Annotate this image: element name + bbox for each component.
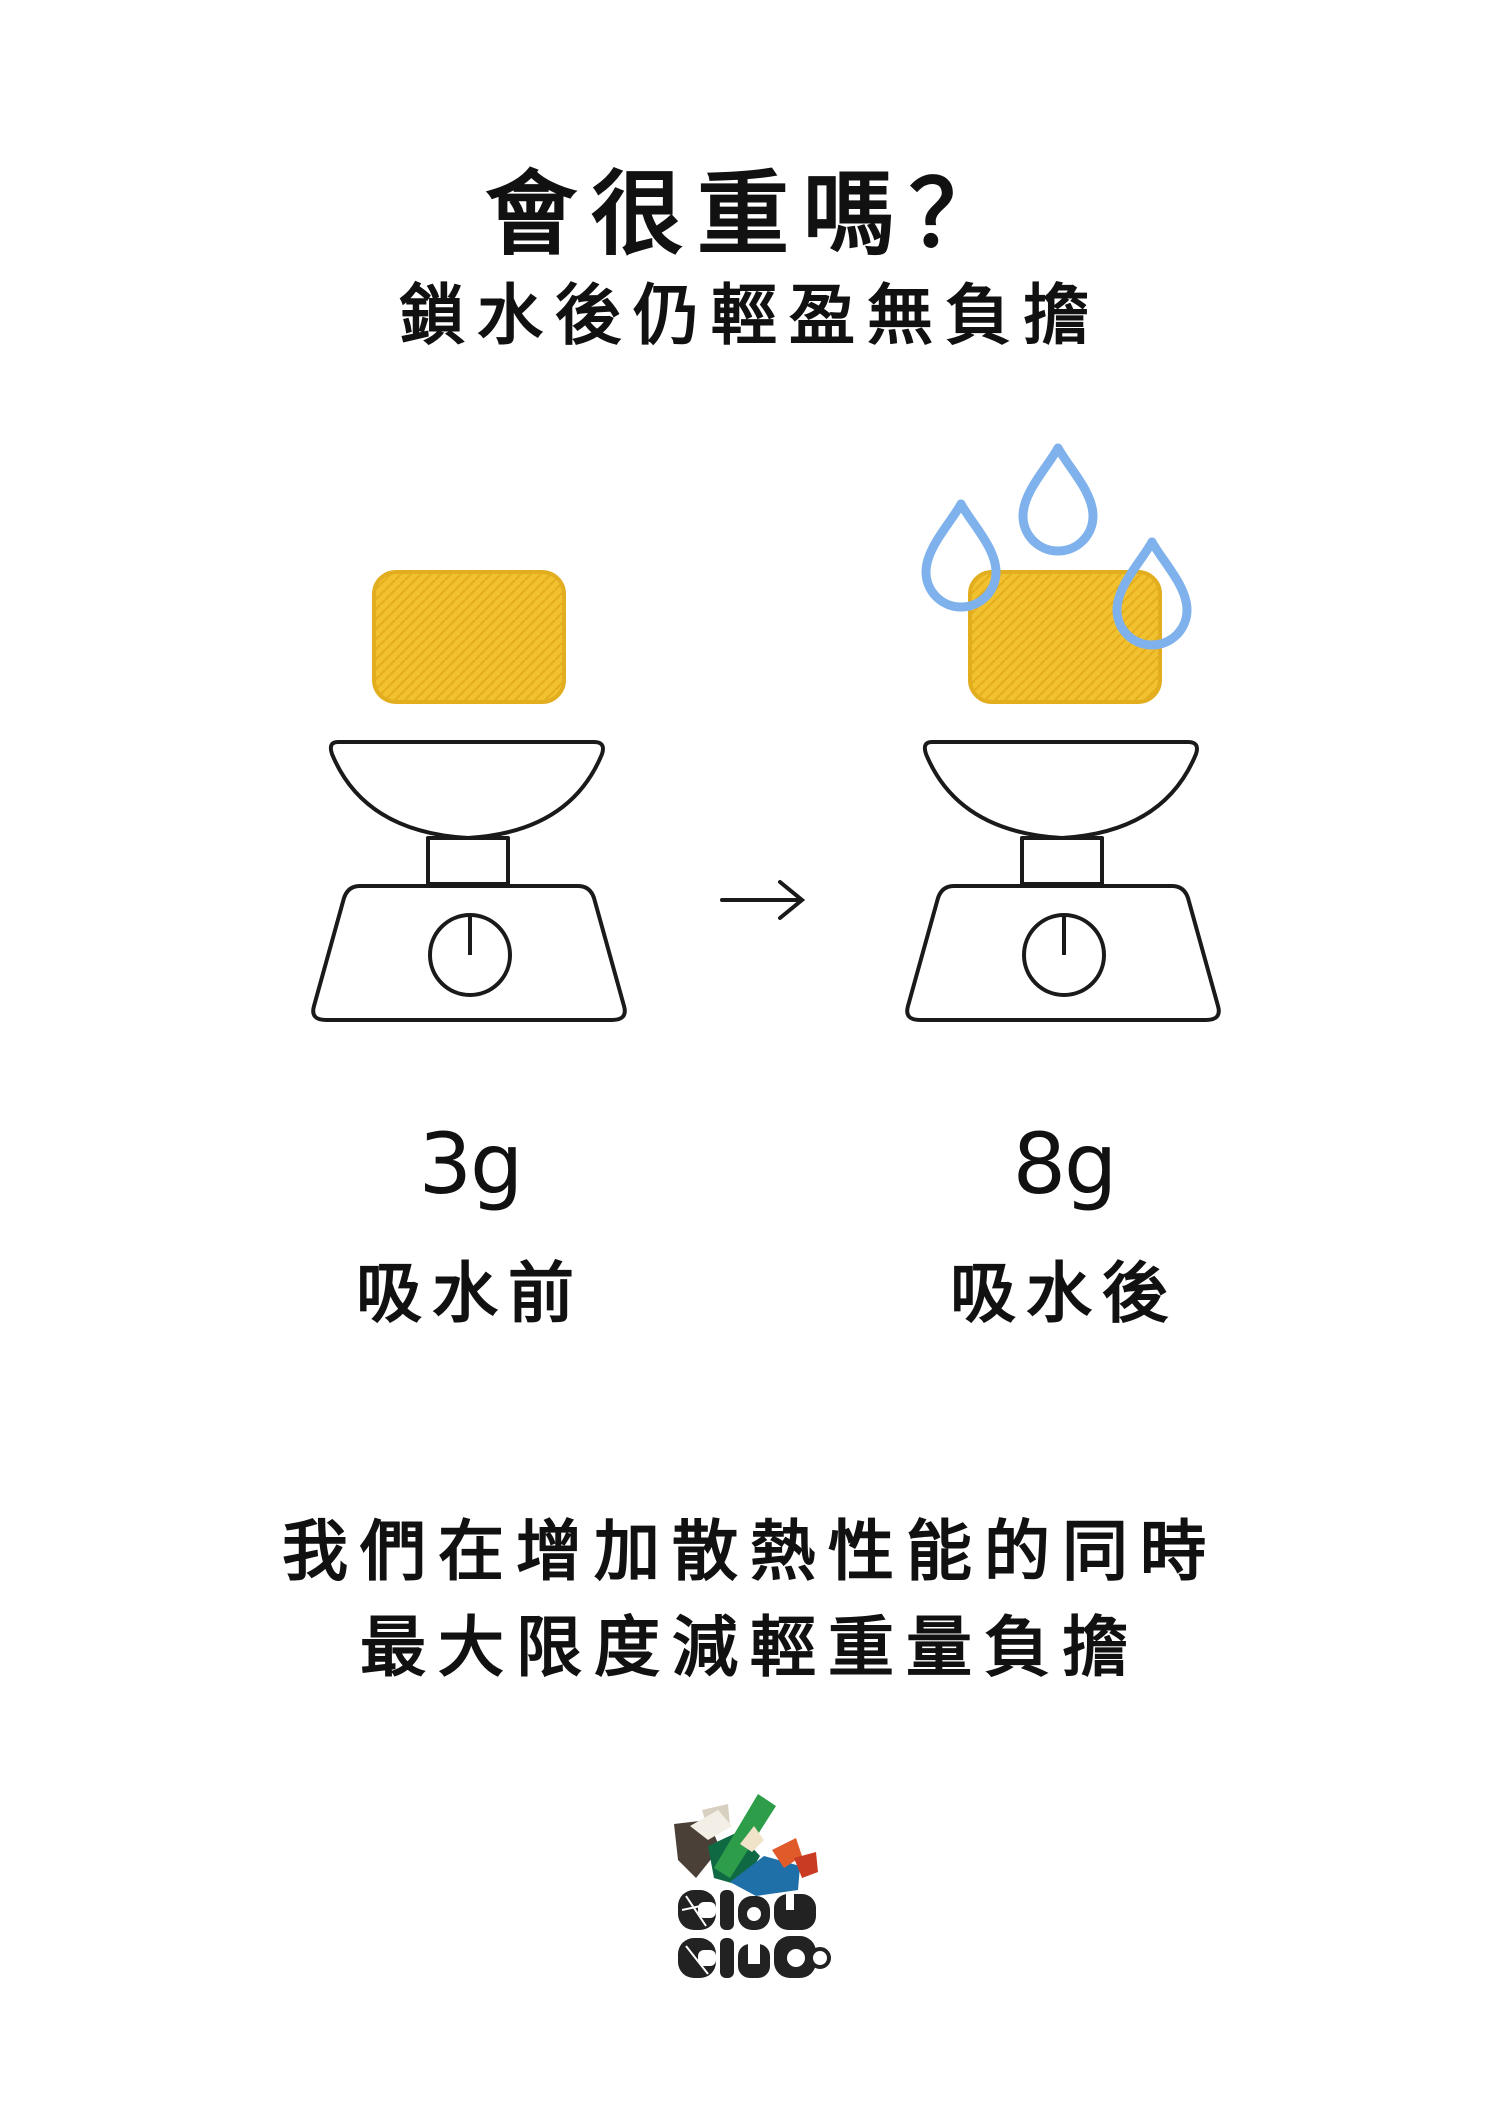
weight-comparison-illustration [0,420,1500,1380]
cooling-pad-wet-icon [968,570,1162,704]
clay-club-logo [668,1786,838,2010]
weight-before-value: 3g [418,1115,524,1213]
label-before-absorbing: 吸水前 [356,1255,584,1332]
page-subtitle: 鎖水後仍輕盈無負擔 [399,277,1101,354]
kitchen-scale-before-icon [311,740,627,1022]
body-text-line-1: 我們在增加散熱性能的同時 [282,1513,1218,1590]
label-after-absorbing: 吸水後 [950,1255,1178,1332]
water-drops-icon [921,443,1192,650]
weight-after-value: 8g [1012,1115,1118,1213]
page-title: 會很重嗎？ [484,161,1015,268]
cooling-pad-dry-icon [372,570,566,704]
body-text-line-2: 最大限度減輕重量負擔 [360,1609,1140,1686]
arrow-right-icon [720,880,806,920]
kitchen-scale-after-icon [905,740,1221,1022]
